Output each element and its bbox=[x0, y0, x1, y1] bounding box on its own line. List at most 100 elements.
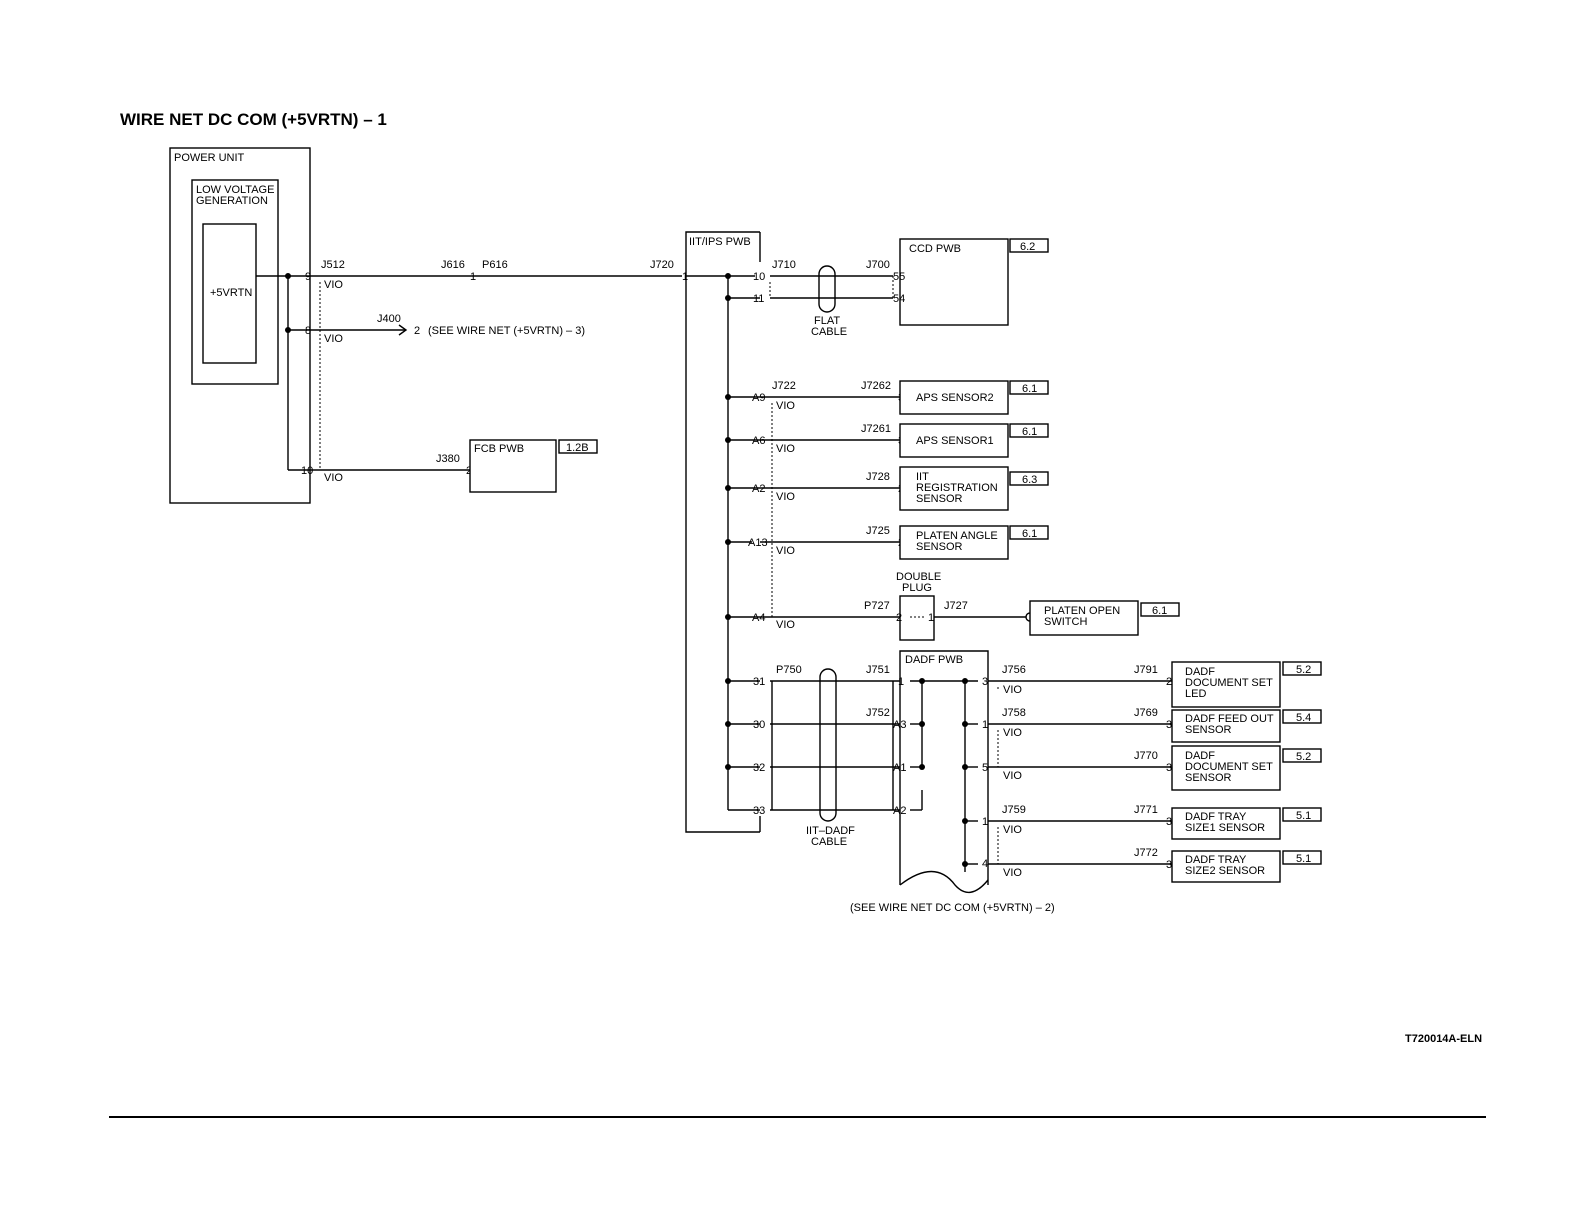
dadf-document-set-sensor: 3 DADF DOCUMENT SET SENSOR 5.2 bbox=[1166, 745, 1322, 791]
pu-pin-9: 9 bbox=[305, 271, 311, 283]
dadf-left-pin-a1: A1 bbox=[893, 762, 906, 774]
j720-label: J720 bbox=[650, 259, 674, 271]
power-unit-label: POWER UNIT bbox=[174, 152, 245, 164]
p616-label: P616 bbox=[482, 259, 508, 271]
iit-registration-sensor: 2 IIT REGISTRATION SENSOR 6.3 bbox=[898, 466, 1049, 511]
wire-color-j772: VIO bbox=[1003, 867, 1022, 879]
flat-cable-label-1: FLAT bbox=[814, 315, 840, 327]
iit-dadf-cable-label-1: IIT–DADF bbox=[806, 825, 855, 837]
dadf-feed-out-sensor: 3 DADF FEED OUT SENSOR 5.4 bbox=[1166, 709, 1322, 743]
doc-set-led-pin: 2 bbox=[1166, 676, 1172, 688]
j7262-label: J7262 bbox=[861, 380, 891, 392]
ccd-pwb-ref: 6.2 bbox=[1020, 241, 1035, 253]
tray-size2-label-2: SIZE2 SENSOR bbox=[1185, 865, 1265, 877]
iit-pin-a4: A4 bbox=[752, 612, 765, 624]
wire-color-a9: VIO bbox=[776, 400, 795, 412]
doc-set-sensor-label-3: SENSOR bbox=[1185, 772, 1232, 784]
wire-color-j759: VIO bbox=[1003, 824, 1022, 836]
tray-size1-label-2: SIZE1 SENSOR bbox=[1185, 822, 1265, 834]
platen-open-label-2: SWITCH bbox=[1044, 616, 1087, 628]
platen-angle-sensor: 2 PLATEN ANGLE SENSOR 6.1 bbox=[898, 525, 1049, 560]
feed-out-ref: 5.4 bbox=[1296, 712, 1311, 724]
p750-label: P750 bbox=[776, 664, 802, 676]
see-wire-net-2-note: (SEE WIRE NET DC COM (+5VRTN) – 2) bbox=[850, 902, 1055, 914]
wire-color-a13: VIO bbox=[776, 545, 795, 557]
fcb-pwb-ref: 1.2B bbox=[566, 442, 589, 454]
aps-sensor2: 3 APS SENSOR2 6.1 bbox=[898, 380, 1049, 415]
iit-pin-a6: A6 bbox=[752, 435, 765, 447]
iit-pin-30: 30 bbox=[753, 719, 765, 731]
power-unit: POWER UNIT LOW VOLTAGE GENERATION +5VRTN… bbox=[169, 147, 313, 504]
flat-cable-label-2: CABLE bbox=[811, 326, 847, 338]
dadf-pwb: DADF PWB 1 A3 A1 A2 3 1 5 1 4 bbox=[893, 650, 989, 893]
wire-color-j756: VIO bbox=[1003, 684, 1022, 696]
wire-color-j770: VIO bbox=[1003, 770, 1022, 782]
j772-label: J772 bbox=[1134, 847, 1158, 859]
lvg-label-1: LOW VOLTAGE bbox=[196, 184, 274, 196]
dadf-right-pin-1b: 1 bbox=[982, 816, 988, 828]
platen-open-ref: 6.1 bbox=[1152, 605, 1167, 617]
aps-sensor2-ref: 6.1 bbox=[1022, 383, 1037, 395]
aps-sensor1: 3 APS SENSOR1 6.1 bbox=[898, 423, 1049, 458]
j722-label: J722 bbox=[772, 380, 796, 392]
feed-out-pin: 3 bbox=[1166, 719, 1172, 731]
iit-pin-31: 31 bbox=[753, 676, 765, 688]
platen-open-label-1: PLATEN OPEN bbox=[1044, 605, 1120, 617]
iit-reg-label-1: IIT bbox=[916, 471, 929, 483]
j727-label: J727 bbox=[944, 600, 968, 612]
iit-pin-11: 11 bbox=[753, 293, 764, 305]
tray-size2-pin: 3 bbox=[1166, 859, 1172, 871]
iit-reg-ref: 6.3 bbox=[1022, 474, 1037, 486]
dadf-tray-size1-sensor: 3 DADF TRAY SIZE1 SENSOR 5.1 bbox=[1166, 807, 1322, 840]
j380-label: J380 bbox=[436, 453, 460, 465]
wire-color-a2: VIO bbox=[776, 491, 795, 503]
j752-label: J752 bbox=[866, 707, 890, 719]
j720-pin: 1 bbox=[682, 271, 688, 283]
aps-sensor1-ref: 6.1 bbox=[1022, 426, 1037, 438]
dadf-left-pin-1: 1 bbox=[898, 676, 904, 688]
iit-pin-33: 33 bbox=[753, 805, 765, 817]
j758-label: J758 bbox=[1002, 707, 1026, 719]
j728-label: J728 bbox=[866, 471, 890, 483]
double-plug: 2 1 bbox=[896, 595, 935, 641]
double-plug-label-1: DOUBLE bbox=[896, 571, 941, 583]
dadf-right-pin-4: 4 bbox=[982, 858, 988, 870]
j700-label: J700 bbox=[866, 259, 890, 271]
j400-note: (SEE WIRE NET (+5VRTN) – 3) bbox=[428, 325, 585, 337]
j7261-label: J7261 bbox=[861, 423, 891, 435]
iit-pin-10: 10 bbox=[753, 271, 765, 283]
wire-color-j380: VIO bbox=[324, 472, 343, 484]
dadf-document-set-led: 2 DADF DOCUMENT SET LED 5.2 bbox=[1166, 661, 1322, 708]
iit-pin-a9: A9 bbox=[752, 392, 765, 404]
lvg-label-2: GENERATION bbox=[196, 195, 268, 207]
doc-set-led-label-2: DOCUMENT SET bbox=[1185, 677, 1273, 689]
doc-set-led-ref: 5.2 bbox=[1296, 664, 1311, 676]
iit-pin-32: 32 bbox=[753, 762, 765, 774]
figure-code: T720014A-ELN bbox=[1405, 1033, 1482, 1045]
j751-label: J751 bbox=[866, 664, 890, 676]
double-plug-label-2: PLUG bbox=[902, 582, 932, 594]
wire-color-a6: VIO bbox=[776, 443, 795, 455]
ccd-pin-54: 54 bbox=[893, 293, 905, 305]
wire-color-j400: VIO bbox=[324, 333, 343, 345]
doc-set-sensor-pin: 3 bbox=[1166, 762, 1172, 774]
iit-ips-pwb: IIT/IPS PWB 10 11 A9 A6 A2 A13 A4 31 bbox=[685, 231, 768, 833]
fcb-pwb: FCB PWB 1.2B bbox=[469, 439, 598, 493]
iit-reg-label-3: SENSOR bbox=[916, 493, 963, 505]
dadf-tray-size2-sensor: 3 DADF TRAY SIZE2 SENSOR 5.1 bbox=[1166, 850, 1322, 883]
ccd-pwb-label: CCD PWB bbox=[909, 243, 961, 255]
platen-angle-label-1: PLATEN ANGLE bbox=[916, 530, 998, 542]
j512-label: J512 bbox=[321, 259, 345, 271]
ccd-pwb: CCD PWB 55 54 6.2 bbox=[893, 238, 1049, 326]
tray-size1-pin: 3 bbox=[1166, 816, 1172, 828]
feed-out-label-1: DADF FEED OUT bbox=[1185, 713, 1274, 725]
j725-label: J725 bbox=[866, 525, 890, 537]
ccd-pin-55: 55 bbox=[893, 271, 905, 283]
double-plug-pin-1: 1 bbox=[928, 612, 934, 624]
j710-label: J710 bbox=[772, 259, 796, 271]
fcb-pwb-label: FCB PWB bbox=[474, 443, 524, 455]
j400-label: J400 bbox=[377, 313, 401, 325]
pu-pin-10: 10 bbox=[301, 465, 313, 477]
double-plug-pin-2: 2 bbox=[896, 612, 902, 624]
